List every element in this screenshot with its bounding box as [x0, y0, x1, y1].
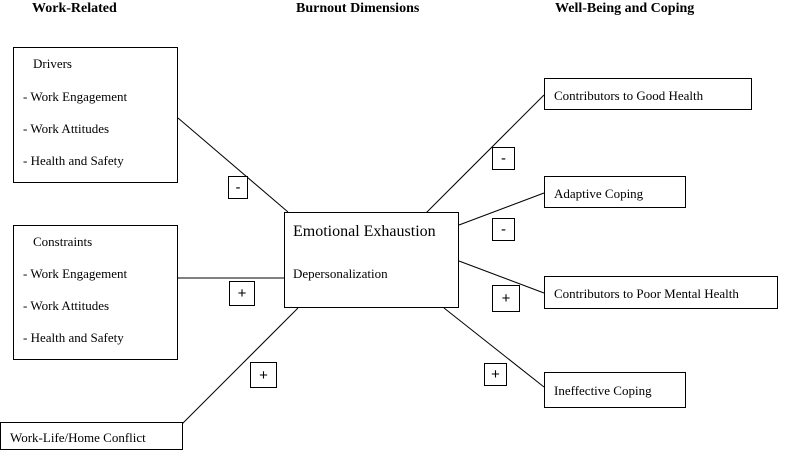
poor-mental-health-sign: +: [492, 285, 520, 312]
drivers-item: - Work Engagement: [23, 89, 128, 104]
drivers-item: - Work Attitudes: [23, 121, 110, 136]
good-health-connector: [425, 94, 545, 214]
poor-mental-connector: [458, 260, 545, 294]
constraints-item: - Health and Safety: [23, 330, 124, 345]
ineffective-coping-box: Ineffective Coping: [544, 372, 686, 408]
header-burnout-dimensions: Burnout Dimensions: [296, 1, 420, 16]
conflict-box: Work-Life/Home Conflict: [0, 422, 183, 450]
poor-mental-health-box: Contributors to Poor Mental Health: [544, 276, 778, 309]
depersonalization-label: Depersonalization: [293, 266, 388, 281]
header-work-related: Work-Related: [32, 1, 117, 16]
adaptive-connector: [458, 192, 545, 226]
adaptive-coping-box: Adaptive Coping: [544, 176, 686, 208]
constraints-item: - Work Attitudes: [23, 298, 110, 313]
header-well-being: Well-Being and Coping: [555, 1, 695, 16]
constraints-sign: +: [229, 281, 255, 306]
good-health-box: Contributors to Good Health: [544, 78, 752, 110]
conflict-sign: +: [250, 362, 277, 388]
ineffective-coping-sign: +: [484, 363, 507, 386]
conflict-connector: [181, 307, 299, 425]
poor-mental-health-label: Contributors to Poor Mental Health: [554, 286, 739, 301]
emotional-exhaustion-label: Emotional Exhaustion: [293, 223, 436, 240]
ineffective-coping-label: Ineffective Coping: [554, 383, 652, 398]
constraints-title: Constraints: [33, 234, 93, 249]
constraints-box: Constraints - Work Engagement - Work Att…: [13, 225, 178, 360]
adaptive-coping-sign: -: [492, 218, 515, 241]
drivers-item: - Health and Safety: [23, 153, 124, 168]
adaptive-coping-label: Adaptive Coping: [554, 186, 644, 201]
drivers-box: Drivers - Work Engagement - Work Attitud…: [13, 47, 178, 183]
drivers-sign: -: [228, 176, 248, 199]
constraints-item: - Work Engagement: [23, 266, 128, 281]
drivers-title: Drivers: [33, 56, 72, 71]
conflict-label: Work-Life/Home Conflict: [10, 430, 146, 445]
drivers-connector: [177, 117, 289, 213]
ineffective-connector: [443, 307, 545, 388]
burnout-center-box: Emotional Exhaustion Depersonalization: [284, 212, 459, 308]
good-health-sign: -: [492, 147, 515, 170]
good-health-label: Contributors to Good Health: [554, 88, 704, 103]
